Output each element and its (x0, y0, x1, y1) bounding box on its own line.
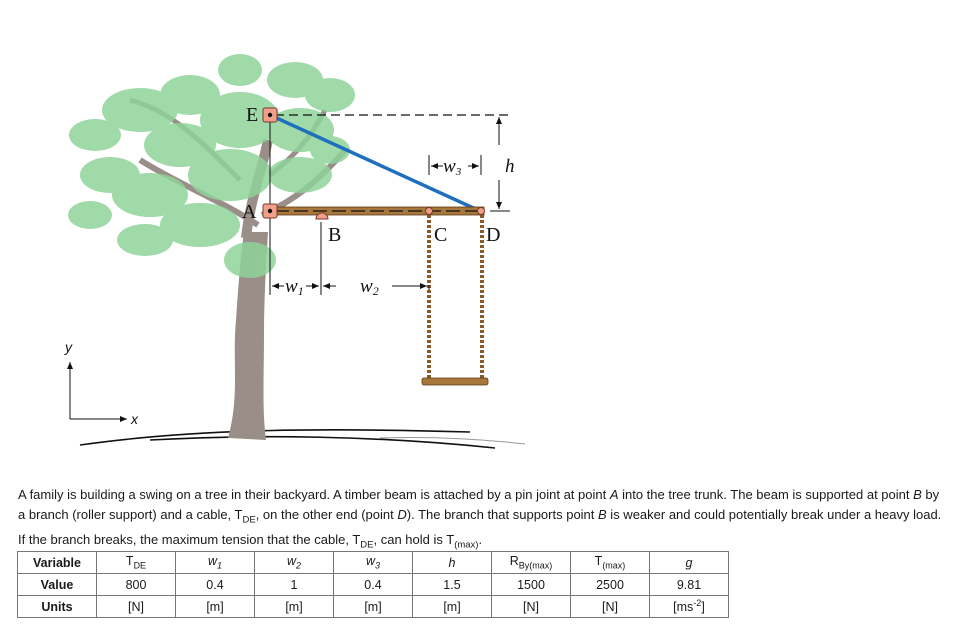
problem-text-2: into the tree trunk. The beam is support… (618, 487, 914, 502)
axis-y-label: y (64, 339, 73, 355)
point-a-ref: A (609, 487, 619, 502)
var-w2: w2 (254, 551, 334, 574)
var-h: h (412, 551, 492, 574)
var-tde: TDE (96, 551, 176, 574)
unit-cell: [m] (412, 595, 492, 618)
tde-sub-1: DE (242, 514, 256, 526)
point-d-label: D (486, 224, 500, 246)
point-d-marker (477, 207, 485, 215)
tmax-sub: (max) (454, 539, 479, 551)
unit-sup: -2 (693, 598, 702, 609)
problem-text-6: is weaker and could potentially break un… (18, 506, 942, 547)
point-b-ref-2: B (598, 506, 607, 522)
ground (79, 429, 526, 449)
value-cell: 1 (254, 573, 334, 596)
unit-cell: [N] (96, 595, 176, 618)
tde-sub-2: DE (360, 539, 374, 551)
problem-text-1: A family is building a swing on a tree i… (18, 487, 610, 502)
unit-cell-g: [ms-2] (649, 595, 729, 618)
problem-text-5: ). The branch that supports point (406, 506, 599, 522)
unit-main: [ms (673, 600, 694, 615)
axes (67, 362, 127, 422)
value-cell: 9.81 (649, 573, 729, 596)
dim-w3 (428, 155, 482, 175)
point-c-marker (425, 207, 433, 215)
joint-e (262, 107, 278, 123)
var-sub: DE (133, 560, 147, 571)
problem-text-4: , on the other end (point (255, 506, 398, 522)
value-cell: 0.4 (175, 573, 255, 596)
var-main: g (685, 555, 693, 570)
table-row-units: Units [N] [m] [m] [m] [m] [N] [N] [ms-2] (17, 595, 729, 618)
var-g: g (649, 551, 729, 574)
var-w1: w1 (175, 551, 255, 574)
var-w3: w3 (333, 551, 413, 574)
var-sub: 2 (296, 560, 302, 571)
swing (421, 215, 489, 386)
var-sub: (max) (602, 560, 626, 571)
table-row-variable: Variable TDE w1 w2 w3 h RBy(max) T(max) … (17, 551, 729, 574)
value-cell: 800 (96, 573, 176, 596)
point-e-label: E (246, 104, 258, 126)
var-main: R (509, 554, 519, 569)
swing-diagram: E A B C D w1 w2 w3 h y x (64, 54, 526, 449)
dim-w1-label: w1 (285, 276, 304, 298)
problem-statement: A family is building a swing on a tree i… (18, 485, 948, 555)
var-rby-max: RBy(max) (491, 551, 571, 574)
var-sub: 1 (217, 560, 223, 571)
swing-seat (421, 377, 489, 386)
row-header-units: Units (17, 595, 97, 618)
w1-sub: 1 (298, 284, 304, 298)
unit-cell: [N] (570, 595, 650, 618)
joint-a (262, 203, 278, 219)
point-d-ref: D (397, 506, 407, 522)
dim-h (490, 117, 510, 212)
problem-text-7: , can hold is T (373, 531, 455, 547)
value-cell: 2500 (570, 573, 650, 596)
var-sub: 3 (375, 560, 381, 571)
point-b-label: B (328, 224, 341, 246)
var-main: T (594, 554, 603, 569)
dim-w3-label: w3 (443, 156, 462, 178)
var-tmax: T(max) (570, 551, 650, 574)
w3-sub: 3 (455, 166, 462, 178)
dim-w1-w2 (272, 222, 430, 295)
problem-text-8: . (478, 531, 483, 547)
unit-cell: [N] (491, 595, 571, 618)
row-header-variable: Variable (17, 551, 97, 574)
var-main: w (286, 554, 296, 569)
value-cell: 1500 (491, 573, 571, 596)
variables-table: Variable TDE w1 w2 w3 h RBy(max) T(max) … (17, 551, 729, 618)
unit-end: ] (701, 600, 705, 615)
var-sub: By(max) (518, 560, 553, 571)
roller-b (315, 212, 329, 220)
dim-h-label: h (505, 156, 515, 177)
value-cell: 1.5 (412, 573, 492, 596)
problem-text-3: by a branch (roller support) and a cable… (18, 487, 940, 522)
var-main: h (448, 555, 456, 570)
table-row-value: Value 800 0.4 1 0.4 1.5 1500 2500 9.81 (17, 573, 729, 596)
var-main: T (125, 554, 134, 569)
unit-cell: [m] (175, 595, 255, 618)
row-header-value: Value (17, 573, 97, 596)
point-b-ref: B (913, 487, 922, 502)
var-main: w (365, 554, 375, 569)
unit-cell: [m] (333, 595, 413, 618)
point-c-label: C (434, 224, 447, 246)
w2-sub: 2 (373, 284, 379, 298)
unit-cell: [m] (254, 595, 334, 618)
dim-w2-label: w2 (360, 276, 379, 298)
var-main: w (207, 554, 217, 569)
point-a-label: A (242, 201, 257, 223)
cable-de (269, 113, 481, 213)
tree-foliage (68, 54, 355, 278)
value-cell: 0.4 (333, 573, 413, 596)
axis-x-label: x (130, 411, 139, 427)
